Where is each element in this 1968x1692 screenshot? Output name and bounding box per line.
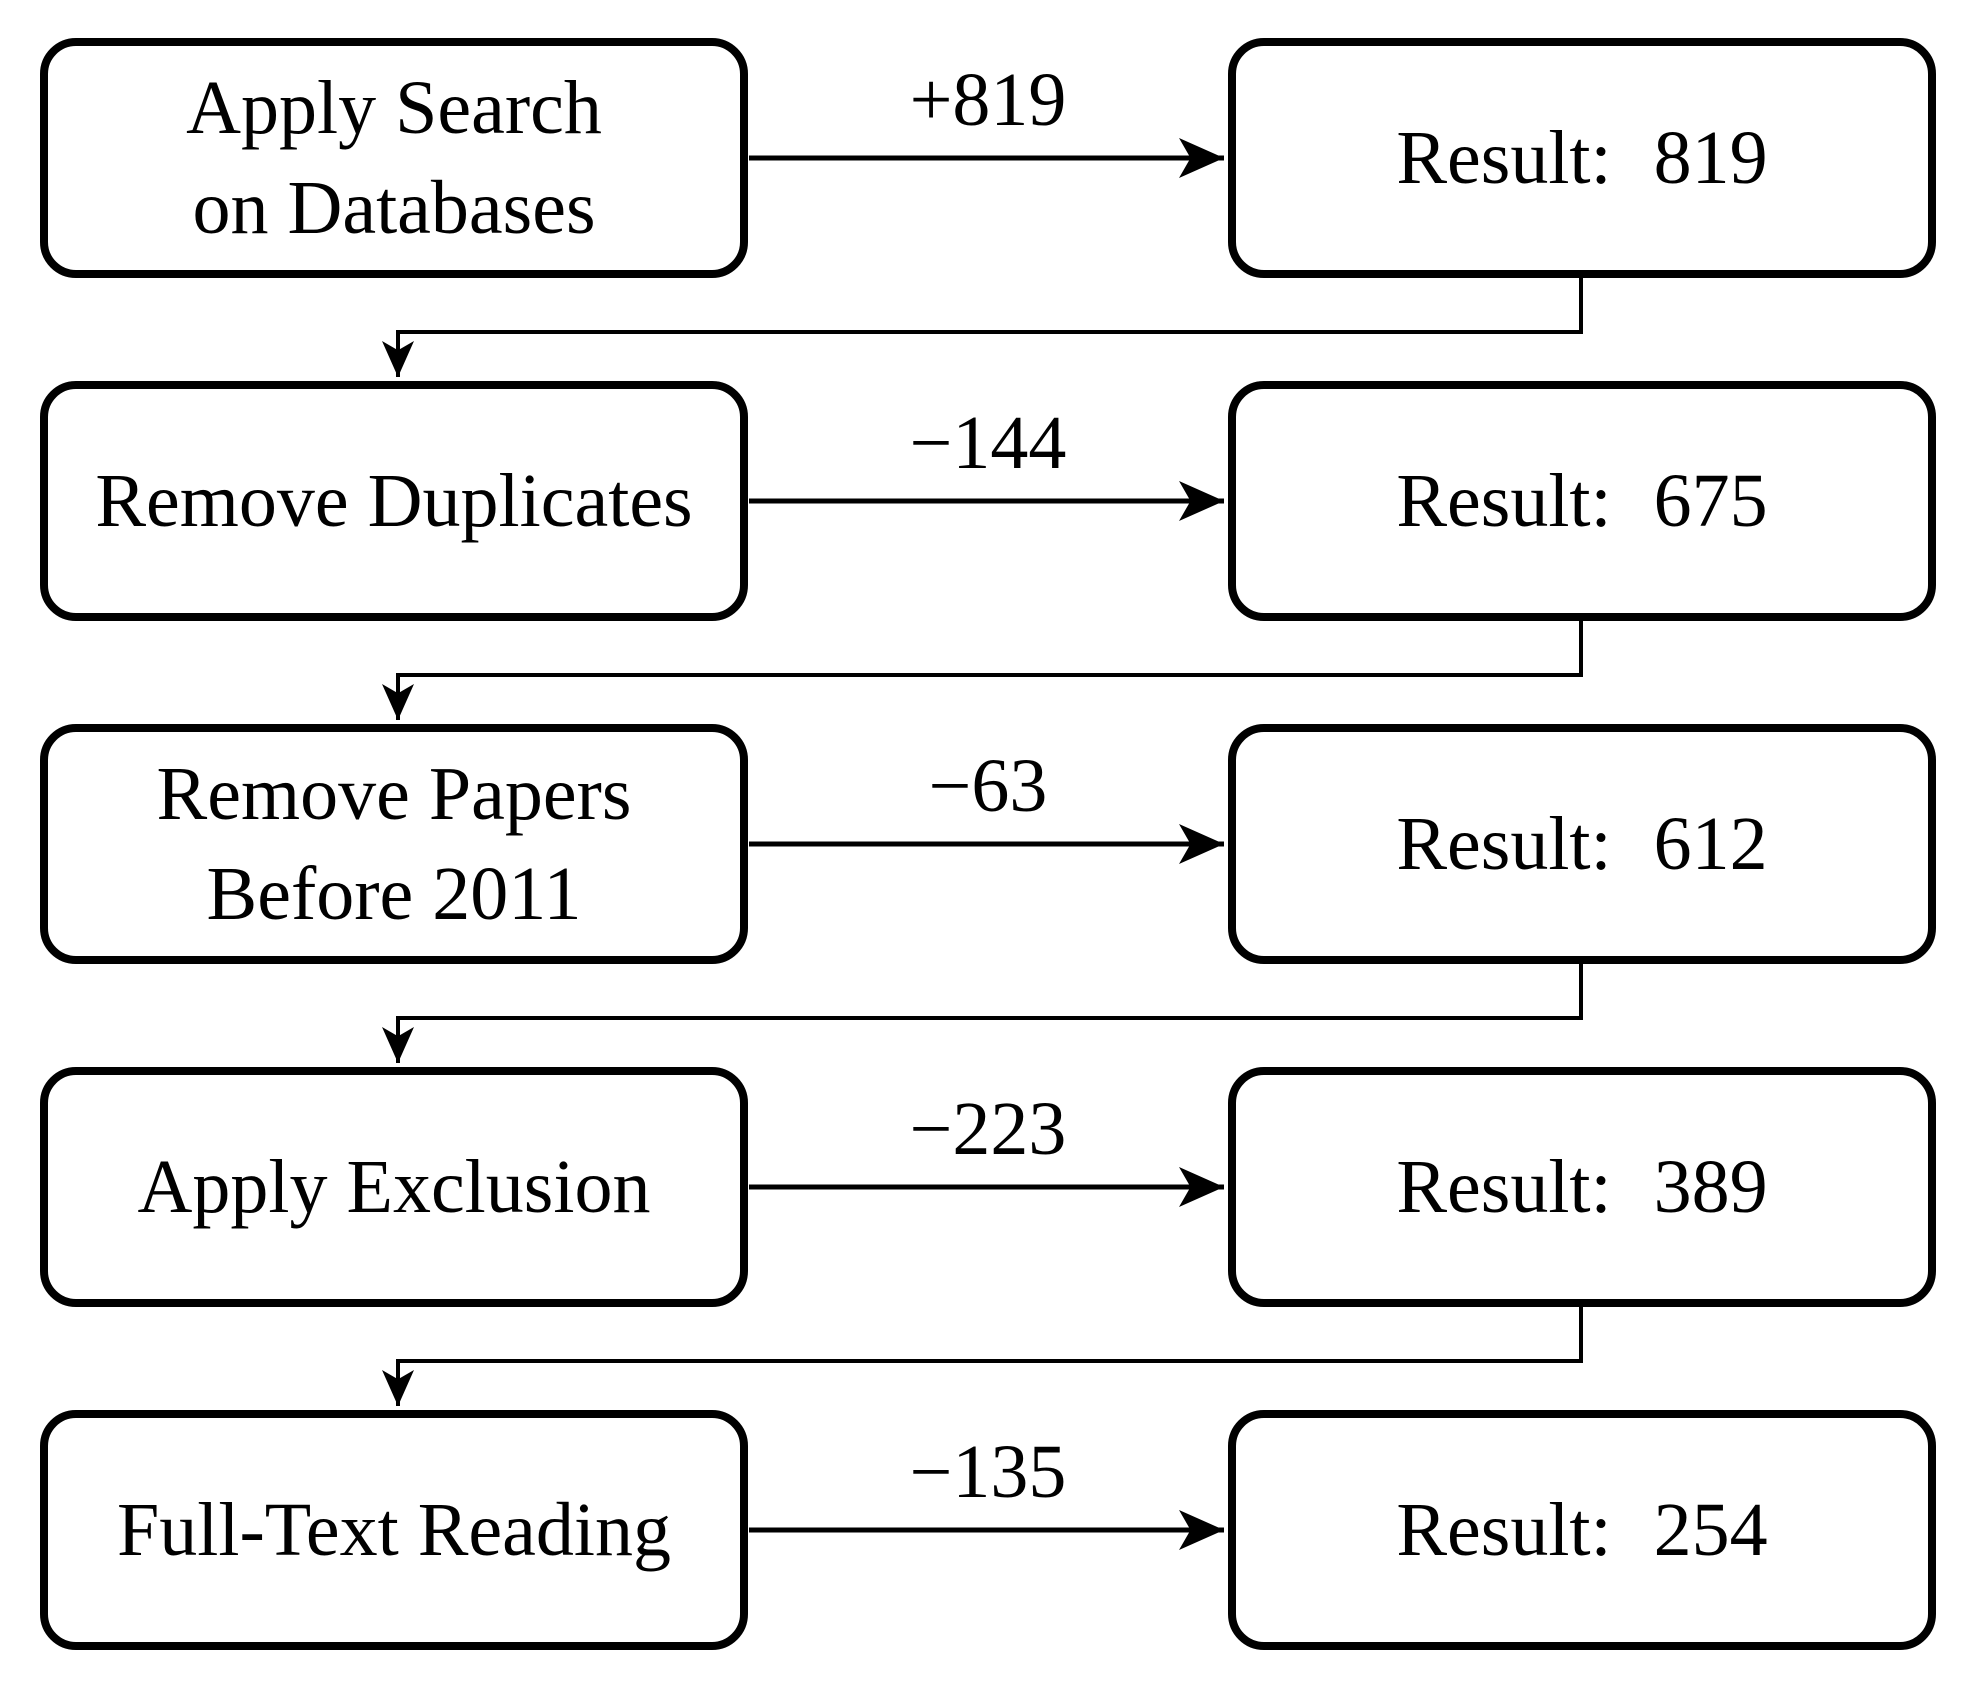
step-box-remove-before-2011: Remove Papers Before 2011 (40, 724, 748, 964)
result-text: Result: 819 (1396, 108, 1767, 208)
delta-label-row5: −135 (910, 1430, 1067, 1514)
result-value: 254 (1653, 1488, 1768, 1572)
result-value: 389 (1653, 1145, 1768, 1229)
result-value: 612 (1653, 802, 1768, 886)
result-label: Result: (1396, 1488, 1612, 1572)
delta-label-row1: +819 (910, 58, 1067, 142)
result-value: 819 (1653, 116, 1768, 200)
result-box-row2: Result: 675 (1228, 381, 1936, 621)
step-box-full-text-reading: Full-Text Reading (40, 1410, 748, 1650)
step-label: Full-Text Reading (116, 1488, 672, 1572)
result-label: Result: (1396, 802, 1612, 886)
step-label: Apply Exclusion (137, 1145, 651, 1229)
step-box-apply-exclusion: Apply Exclusion (40, 1067, 748, 1307)
connector-row4-to-row5 (382, 1307, 1583, 1406)
result-value: 675 (1653, 459, 1768, 543)
step-box-apply-search: Apply Search on Databases (40, 38, 748, 278)
result-text: Result: 389 (1396, 1137, 1767, 1237)
delta-label-row4: −223 (910, 1087, 1067, 1171)
delta-label-row2: −144 (910, 401, 1067, 485)
result-box-row1: Result: 819 (1228, 38, 1936, 278)
connector-row3-to-row4 (382, 964, 1583, 1063)
step-label: Remove Papers Before 2011 (156, 752, 632, 936)
result-box-row4: Result: 389 (1228, 1067, 1936, 1307)
result-text: Result: 612 (1396, 794, 1767, 894)
result-text: Result: 254 (1396, 1480, 1767, 1580)
step-box-remove-duplicates: Remove Duplicates (40, 381, 748, 621)
connector-row1-to-row2 (382, 278, 1583, 377)
result-label: Result: (1396, 459, 1612, 543)
step-label: Remove Duplicates (95, 459, 693, 543)
result-box-row5: Result: 254 (1228, 1410, 1936, 1650)
delta-label-row3: −63 (929, 744, 1048, 828)
result-label: Result: (1396, 1145, 1612, 1229)
connector-row2-to-row3 (382, 621, 1583, 720)
result-box-row3: Result: 612 (1228, 724, 1936, 964)
step-label: Apply Search on Databases (186, 66, 602, 250)
result-label: Result: (1396, 116, 1612, 200)
result-text: Result: 675 (1396, 451, 1767, 551)
